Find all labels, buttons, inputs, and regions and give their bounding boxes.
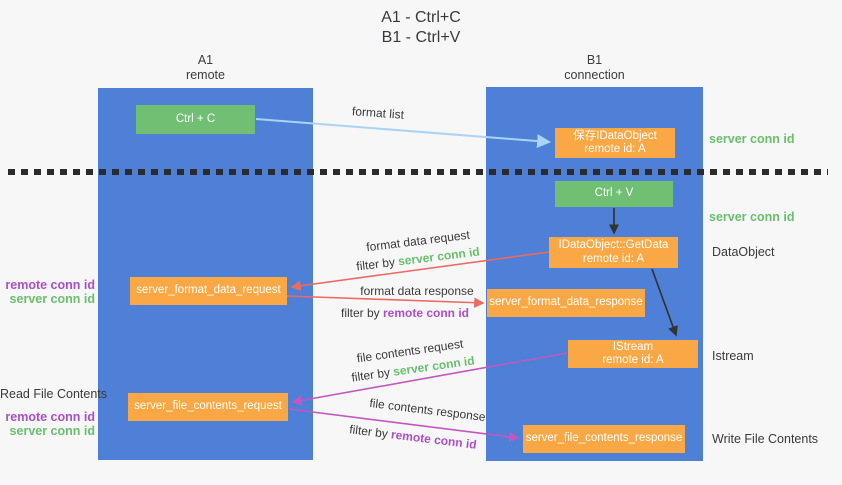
file-contents-response-filter-label: filter by remote conn id: [333, 420, 494, 453]
filter-by-text: filter by: [340, 306, 383, 320]
node-ctrl-c: Ctrl + C: [136, 105, 255, 134]
right-server-conn-id-label-top: server conn id: [709, 132, 795, 146]
node-server-file-contents-response-label: server_file_contents_response: [525, 432, 683, 445]
format-data-response-label: format data response: [360, 284, 474, 298]
node-server-file-contents-request-label: server_file_contents_request: [134, 400, 282, 413]
node-save-idataobject-line1: 保存IDataObject: [573, 129, 657, 142]
lane-b-header: B1 connection: [486, 53, 703, 83]
node-server-format-data-response: server_format_data_response: [487, 289, 645, 317]
node-server-file-contents-request: server_file_contents_request: [128, 393, 288, 421]
remote-conn-id-key: remote conn id: [390, 427, 478, 452]
node-save-idataobject: 保存IDataObject remote id: A: [555, 128, 675, 158]
node-idataobject-getdata-line1: IDataObject::GetData: [558, 239, 669, 251]
lane-a-title: A1: [197, 53, 214, 67]
dataobject-label: DataObject: [712, 245, 775, 259]
node-ctrl-v: Ctrl + V: [555, 181, 673, 207]
filter-by-text: filter by: [348, 422, 393, 442]
node-server-file-contents-response: server_file_contents_response: [523, 425, 685, 453]
left-server-conn-id-label: server conn id: [9, 292, 95, 306]
node-ctrl-c-label: Ctrl + C: [175, 112, 216, 125]
left-remote-conn-id-label: remote conn id: [5, 278, 95, 292]
filter-by-text: filter by: [355, 254, 399, 274]
node-server-format-data-request-label: server_format_data_request: [136, 284, 281, 297]
istream-label: Istream: [712, 349, 754, 363]
read-file-contents-label: Read File Contents: [0, 387, 108, 401]
left-server-conn-id-label-bottom: server conn id: [9, 424, 95, 438]
right-server-conn-id-label-mid: server conn id: [709, 210, 795, 224]
node-istream: IStream remote id: A: [568, 340, 698, 368]
filter-by-text: filter by: [350, 364, 395, 385]
node-save-idataobject-line2: remote id: A: [584, 143, 646, 155]
node-istream-line2: remote id: A: [602, 354, 664, 366]
diagram-title-line2: B1 - Ctrl+V: [381, 29, 461, 46]
remote-conn-id-key: remote conn id: [383, 306, 470, 320]
node-ctrl-v-label: Ctrl + V: [594, 187, 634, 200]
node-istream-line1: IStream: [612, 340, 654, 353]
node-server-format-data-request: server_format_data_request: [130, 277, 287, 305]
lane-b-title: B1: [586, 53, 603, 67]
lane-b-subtitle: connection: [564, 68, 625, 82]
node-idataobject-getdata-line2: remote id: A: [582, 252, 645, 265]
diagram-title-line1: A1 - Ctrl+C: [381, 9, 461, 26]
lane-a-subtitle: remote: [186, 68, 225, 82]
node-idataobject-getdata: IDataObject::GetData remote id: A: [549, 237, 678, 268]
format-data-response-filter-label: filter by remote conn id: [325, 306, 485, 320]
lane-a-header: A1 remote: [98, 53, 313, 83]
node-server-format-data-response-label: server_format_data_response: [489, 296, 643, 309]
diagram-title: A1 - Ctrl+C B1 - Ctrl+V: [0, 8, 842, 48]
left-remote-conn-id-label-bottom: remote conn id: [5, 410, 95, 424]
write-file-contents-label: Write File Contents: [712, 432, 819, 446]
format-list-label: format list: [351, 104, 405, 122]
